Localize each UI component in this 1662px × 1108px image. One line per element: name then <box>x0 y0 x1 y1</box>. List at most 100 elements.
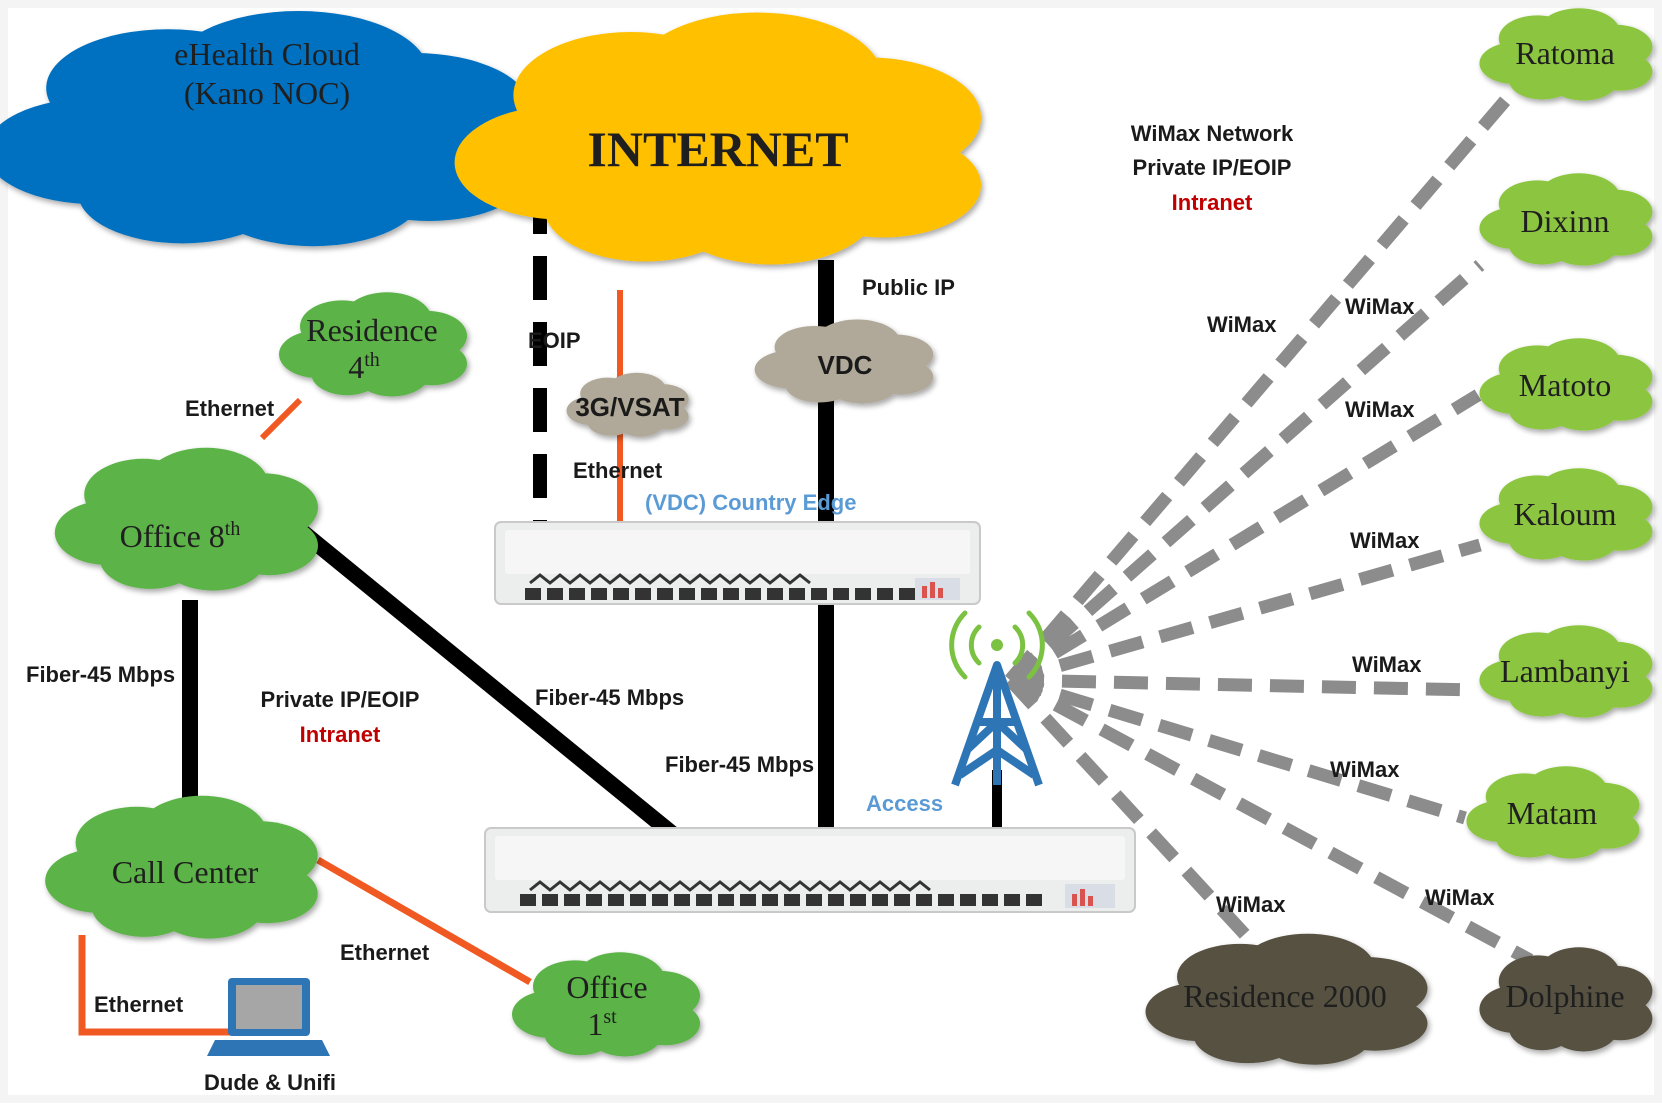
router-port <box>525 588 541 600</box>
wimax-link <box>1005 90 1515 685</box>
wimax-label: WiMax <box>1330 757 1400 782</box>
residence4-floor-number: 4 <box>348 349 364 385</box>
router-port <box>828 894 844 906</box>
ethernet-callcenter-office1 <box>316 856 532 986</box>
wimax-link <box>1005 260 1485 685</box>
router-port <box>1004 894 1020 906</box>
access-router <box>484 827 1136 913</box>
country-edge-label: (VDC) Country Edge <box>645 490 856 515</box>
router-port <box>789 588 805 600</box>
ethernet-office1-label: Ethernet <box>340 940 430 965</box>
eoip-label: EOIP <box>528 328 581 353</box>
fiber-office8-access <box>294 523 686 847</box>
residence4-title: Residence <box>306 312 438 348</box>
office1-title: Office <box>566 969 647 1005</box>
office1-floor-number: 1 <box>587 1006 603 1042</box>
wimax-link <box>1006 389 1482 686</box>
router-port <box>938 894 954 906</box>
router-port <box>652 894 668 906</box>
router-port <box>635 588 651 600</box>
router-port <box>679 588 695 600</box>
residence4-floor: 4th <box>348 349 380 385</box>
router-port <box>806 894 822 906</box>
fiber-vert-label: Fiber-45 Mbps <box>665 752 814 777</box>
router-port <box>564 894 580 906</box>
site-dixinn-label: Dixinn <box>1521 203 1610 239</box>
public-ip-label: Public IP <box>862 275 955 300</box>
internet-label: INTERNET <box>587 121 848 177</box>
router-port <box>542 894 558 906</box>
fiber-left-label: Fiber-45 Mbps <box>26 662 175 687</box>
router-port <box>718 894 734 906</box>
wimax-label: WiMax <box>1350 528 1420 553</box>
office1-floor: 1st <box>587 1006 617 1042</box>
private-ip-eoip-right: Private IP/EOIP <box>1133 155 1292 180</box>
wimax-label: WiMax <box>1345 294 1415 319</box>
router-port <box>740 894 756 906</box>
vdc-label: VDC <box>818 350 873 380</box>
ethernet-callcenter-laptop <box>78 935 232 1036</box>
router-port <box>982 894 998 906</box>
office1-floor-suffix: st <box>603 1006 617 1028</box>
router-port <box>547 588 563 600</box>
router-port <box>784 894 800 906</box>
office8-suffix: th <box>225 518 241 540</box>
router-port <box>613 588 629 600</box>
office8-title: Office 8th <box>120 518 241 554</box>
site-ratoma-label: Ratoma <box>1515 35 1615 71</box>
laptop-icon <box>207 978 330 1056</box>
router-port <box>850 894 866 906</box>
router-port <box>811 588 827 600</box>
ethernet-vsat-label: Ethernet <box>573 458 663 483</box>
intranet-left: Intranet <box>300 722 381 747</box>
router-port <box>569 588 585 600</box>
wimax-link <box>1006 674 1534 966</box>
wimax-label: WiMax <box>1352 652 1422 677</box>
router-port <box>657 588 673 600</box>
router-port <box>877 588 893 600</box>
wimax-label: WiMax <box>1207 312 1277 337</box>
dolphine-title: Dolphine <box>1505 978 1624 1014</box>
router-port <box>767 588 783 600</box>
residence4-floor-suffix: th <box>364 349 380 371</box>
router-port <box>723 588 739 600</box>
wimax-network-label: WiMax Network <box>1131 121 1294 146</box>
router-port <box>872 894 888 906</box>
callcenter-title: Call Center <box>112 854 259 890</box>
wimax-link <box>1009 673 1476 697</box>
country-edge-router <box>494 521 981 605</box>
wimax-label: WiMax <box>1425 885 1495 910</box>
router-port <box>916 894 932 906</box>
router-port <box>674 894 690 906</box>
wimax-link <box>1005 675 1255 945</box>
router-port <box>960 894 976 906</box>
office8-name: Office 8 <box>120 518 225 554</box>
wimax-tower-icon <box>951 661 1043 787</box>
site-lambanyi-label: Lambanyi <box>1500 653 1630 689</box>
router-port <box>894 894 910 906</box>
ethernet-laptop-label: Ethernet <box>94 992 184 1017</box>
router-port <box>855 588 871 600</box>
router-port <box>696 894 712 906</box>
router-port <box>701 588 717 600</box>
access-label: Access <box>866 791 943 816</box>
ethernet-res4-office8 <box>259 397 303 441</box>
wimax-links <box>1005 90 1534 966</box>
site-matoto-label: Matoto <box>1519 367 1611 403</box>
ehealth-title: eHealth Cloud <box>174 36 360 72</box>
signal-icon <box>949 610 1045 680</box>
wimax-link <box>1008 538 1482 687</box>
router-port <box>591 588 607 600</box>
residence2000-title: Residence 2000 <box>1183 978 1387 1014</box>
private-ip-eoip-left: Private IP/EOIP <box>261 687 420 712</box>
site-kaloum-label: Kaloum <box>1513 496 1616 532</box>
router-port <box>833 588 849 600</box>
router-port <box>1026 894 1042 906</box>
laptop-label: Dude & Unifi <box>204 1070 336 1095</box>
router-port <box>762 894 778 906</box>
router-port <box>745 588 761 600</box>
wimax-label: WiMax <box>1216 892 1286 917</box>
router-port <box>586 894 602 906</box>
